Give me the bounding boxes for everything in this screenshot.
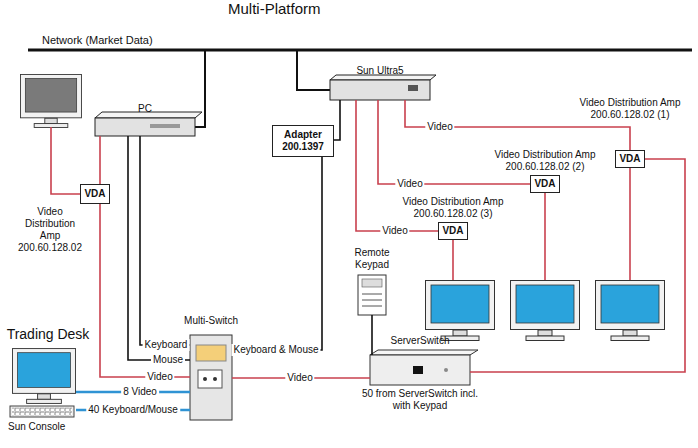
keyboard [10, 406, 74, 417]
cable-label: Keyboard & Mouse [231, 344, 320, 356]
pc-unit [95, 112, 202, 136]
cable-label: Video [285, 372, 314, 384]
diagram-title: Multi-Platform [228, 0, 321, 17]
monitor [20, 74, 81, 127]
box-label: VDA [619, 153, 640, 165]
cable-label: 8 Video [121, 386, 159, 398]
network-drop [297, 50, 330, 90]
amplifier-box: VDAVideo Distribution Amp 200.60.128.02 [80, 184, 110, 204]
amplifier-box: VDAVideo Distribution Amp 200.60.128.02 … [530, 175, 560, 193]
amplifier-box: VDAVideo Distribution Amp 200.60.128.02 … [615, 150, 645, 168]
cable-label: Mouse [151, 354, 185, 366]
server-switch-unit [370, 350, 478, 385]
device-label: Video Distribution Amp 200.60.128.02 (3) [390, 196, 516, 220]
device-label: Multi-Switch [171, 315, 251, 327]
device-label: PC [125, 103, 165, 115]
device-label: Trading Desk [3, 326, 93, 342]
remote-keypad [358, 275, 386, 315]
device-label: 50 from ServerSwitch incl. with Keypad [361, 388, 479, 412]
mouse-cable [128, 136, 190, 360]
keypad-cable [371, 315, 373, 355]
cable-label: Video [145, 371, 174, 383]
video-cable [452, 240, 454, 282]
device-label: Video Distribution Amp 200.60.128.02 [17, 206, 83, 254]
monitor [511, 281, 580, 341]
adapter-box: Adapter 200.1397 [272, 125, 334, 157]
monitor [12, 349, 75, 404]
network-label: Network (Market Data) [42, 34, 153, 47]
cable-label: Video [380, 225, 409, 237]
multi-switch-unit [190, 335, 232, 420]
cable-label: Video [395, 178, 424, 190]
device-label: Video Distribution Amp 200.60.128.02 (1) [567, 97, 693, 121]
monitor [426, 281, 495, 341]
part-label: Sun Console [8, 421, 65, 433]
video-cable [51, 127, 80, 194]
device-label: Sun Ultra5 [335, 65, 425, 77]
video-cable [544, 193, 546, 282]
switch-node: ServerSwitch50 from ServerSwitch incl. w… [370, 355, 470, 385]
pc-node: PC [95, 118, 195, 136]
console-node: Trading Desk [12, 348, 76, 418]
monitor [596, 281, 665, 341]
workstation-node: Sun Ultra5 [330, 80, 430, 100]
box-label: VDA [442, 225, 463, 237]
box-label: VDA [534, 178, 555, 190]
device-label: ServerSwitch [375, 335, 465, 347]
cable-label: Video [425, 121, 454, 133]
keyboard-cable [140, 136, 190, 345]
box-label: VDA [84, 188, 105, 200]
video-cable [100, 204, 190, 377]
sun-workstation [330, 75, 436, 100]
amplifier-box: VDAVideo Distribution Amp 200.60.128.02 … [438, 222, 468, 240]
cable-label: 40 Keyboard/Mouse [86, 404, 180, 416]
keyboard-mouse-cable [232, 157, 322, 350]
video-cable [99, 136, 101, 184]
device-label: Video Distribution Amp 200.60.128.02 (2) [482, 149, 608, 173]
adapter-cable [334, 100, 340, 140]
cable-label: Keyboard [143, 339, 190, 351]
box-label: Adapter 200.1397 [273, 129, 333, 153]
network-line [28, 49, 692, 52]
device-label: Remote Keypad [347, 247, 397, 271]
keypad-node: Remote Keypad [358, 275, 386, 315]
video-cable [629, 168, 631, 282]
switch-node: Multi-Switch [190, 335, 232, 420]
video-cable [470, 159, 685, 372]
